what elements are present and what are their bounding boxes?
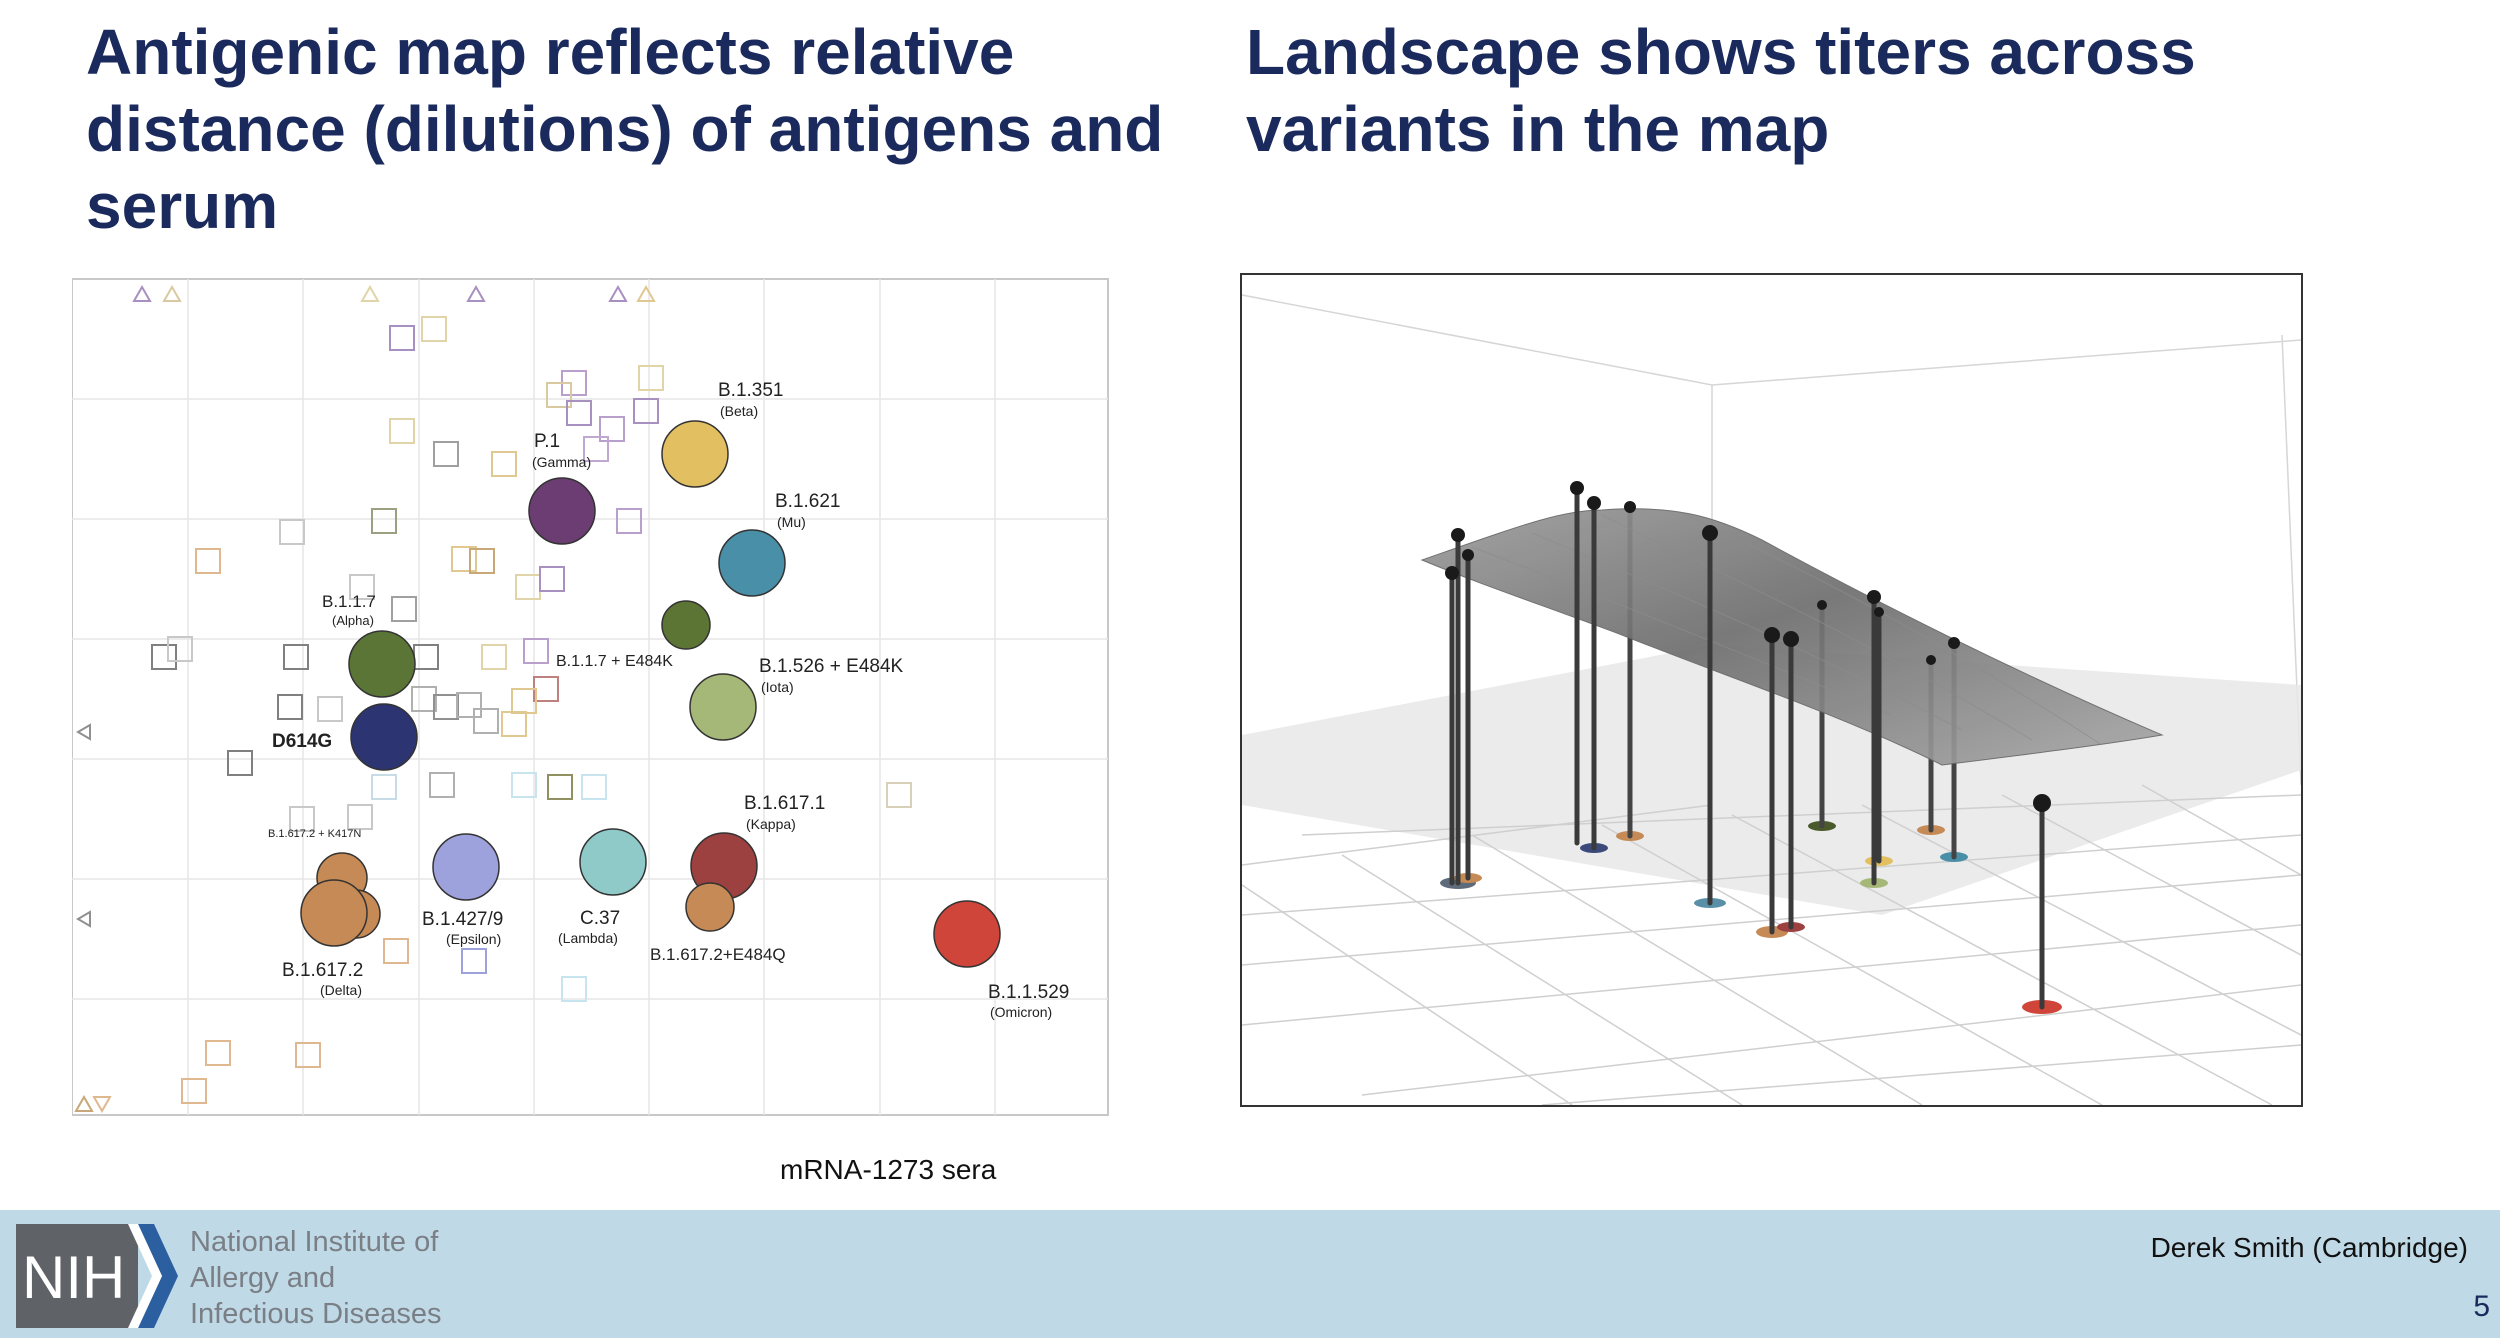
antigenic-map: B.1.351 (Beta) P.1 (Gamma) B.1.621 (Mu) … [72, 278, 1109, 1116]
label-epsilon: B.1.427/9 [422, 909, 503, 930]
map-caption: mRNA-1273 sera [780, 1154, 997, 1185]
institute-line: Infectious Diseases [190, 1298, 442, 1330]
sublabel-alpha: (Alpha) [332, 613, 374, 628]
footer-bar: NIH National Institute of Allergy and In… [0, 1210, 2500, 1338]
sublabel-kappa: (Kappa) [746, 816, 796, 832]
landscape-3d [1242, 294, 2301, 1105]
label-kappa: B.1.617.1 [744, 793, 825, 814]
antigen-alpha [348, 630, 416, 698]
stem-tips [1445, 481, 2051, 812]
sublabel-mu: (Mu) [777, 514, 806, 530]
sublabel-delta: (Delta) [320, 982, 362, 998]
institute-line: National Institute of [190, 1226, 439, 1258]
antigen-labels: B.1.351 (Beta) P.1 (Gamma) B.1.621 (Mu) … [268, 380, 1069, 1020]
sublabel-gamma: (Gamma) [532, 454, 591, 470]
antigen-lambda [579, 828, 647, 896]
sublabel-epsilon: (Epsilon) [446, 931, 501, 947]
label-lambda: C.37 [580, 908, 620, 929]
label-d614g: D614G [272, 731, 332, 752]
label-gamma: P.1 [534, 431, 560, 452]
label-delta: B.1.617.2 [282, 960, 363, 981]
label-alpha: B.1.1.7 [322, 592, 376, 611]
stems-front [1449, 487, 2045, 1010]
left-slide-title: Antigenic map reflects relative distance… [86, 16, 1164, 242]
nih-logo-text: NIH [22, 1244, 125, 1311]
label-iota: B.1.526 + E484K [759, 656, 904, 677]
antigen-omicron [933, 900, 1001, 968]
serum-markers [151, 316, 912, 1104]
antigen-beta [661, 420, 729, 488]
floor-grid [1242, 784, 2301, 1105]
antigen-circles [300, 420, 1001, 968]
label-e484q: B.1.617.2+E484Q [650, 945, 786, 964]
antigen-iota [689, 673, 757, 741]
antibody-landscape [1240, 273, 2303, 1107]
antigen-b117-e484k [661, 600, 711, 650]
institute-line: Allergy and [190, 1262, 336, 1294]
antigen-gamma [528, 477, 596, 545]
antigen-epsilon [432, 833, 500, 901]
right-slide-title: Landscape shows titers across variants i… [1246, 16, 2196, 165]
label-omicron: B.1.1.529 [988, 982, 1069, 1003]
antigen-mu [718, 529, 786, 597]
institute-name: National Institute of Allergy and Infect… [190, 1224, 441, 1332]
label-beta: B.1.351 [718, 380, 784, 401]
sublabel-lambda: (Lambda) [558, 930, 618, 946]
sublabel-iota: (Iota) [761, 679, 794, 695]
antigen-d614g [350, 703, 418, 771]
label-b117-e484k: B.1.1.7 + E484K [556, 653, 673, 670]
page-number: 5 [2473, 1290, 2490, 1323]
nih-logo: NIH [16, 1224, 178, 1328]
label-mu: B.1.621 [775, 491, 841, 512]
slide-credit: Derek Smith (Cambridge) [2150, 1232, 2468, 1263]
label-k417n: B.1.617.2 + K417N [268, 828, 361, 840]
sublabel-beta: (Beta) [720, 403, 758, 419]
sublabel-omicron: (Omicron) [990, 1004, 1052, 1020]
serum-triangle-markers [74, 284, 656, 1114]
antigen-e484q [685, 882, 735, 932]
antigen-delta [300, 879, 368, 947]
